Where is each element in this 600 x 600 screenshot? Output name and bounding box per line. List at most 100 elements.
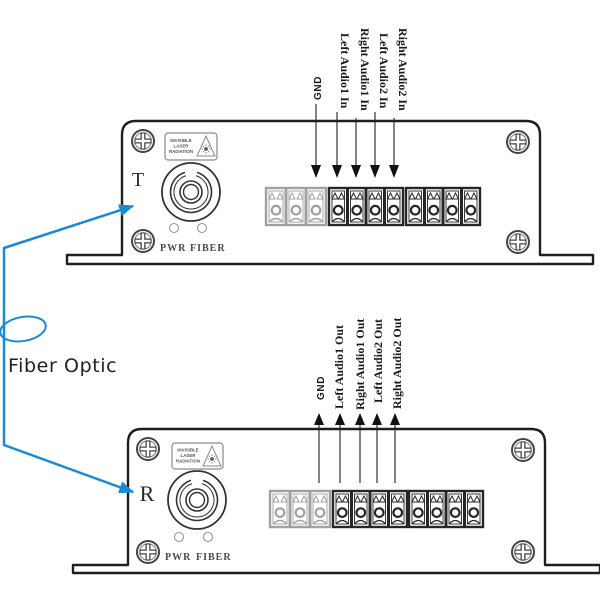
screw-cross-slot [515, 442, 531, 458]
pin-housing [372, 493, 386, 525]
pin-latch-left [429, 494, 438, 503]
arrowhead-icon [335, 413, 345, 425]
pwr-led-icon [168, 222, 180, 234]
screw-cross-slot [510, 234, 526, 250]
terminal-pin [335, 493, 350, 525]
signal-label-left-audio2-in: Left Audio2 In [377, 33, 391, 109]
terminal-pin [284, 188, 304, 225]
port-key-ring-outer [169, 171, 213, 214]
port-key-ring-outer [175, 479, 219, 522]
laser-sun-icon [210, 457, 214, 461]
pin-latch-left [411, 494, 419, 503]
terminal-pin [331, 190, 346, 223]
pin-housing [288, 190, 304, 223]
terminal-block [327, 186, 405, 227]
pin-housing [467, 493, 481, 525]
screw-icon [136, 540, 160, 564]
pin-latch-left [268, 191, 276, 200]
pin-latch-left [463, 191, 472, 200]
pin-housing [350, 190, 364, 223]
port-key-ring-inner [179, 483, 215, 518]
pin-bottom-lip [411, 519, 425, 525]
pin-latch-left [308, 191, 316, 200]
arrowhead-icon [389, 165, 399, 178]
terminal-pin [460, 188, 478, 225]
input-arrow [389, 118, 399, 178]
laser-warning-badge [171, 442, 224, 470]
pin-housing [430, 493, 444, 525]
pin-latch-right [454, 494, 463, 503]
fiber-port-icon [167, 470, 227, 530]
pin-bottom-lip [292, 519, 308, 525]
pin-bottom-lip [354, 519, 368, 525]
pin-latch-left [426, 191, 435, 200]
pin-housing [268, 190, 284, 223]
terminal-pin [304, 188, 324, 225]
pin-bottom-lip [272, 519, 288, 525]
pin-latch-right [417, 494, 426, 503]
signal-label-left-audio2-out: Left Audio2 Out [371, 319, 385, 403]
input-arrow [332, 112, 342, 178]
pin-bottom-lip [312, 519, 328, 525]
screw-cross-slot [140, 544, 156, 560]
pin-housing [448, 493, 462, 525]
pin-housing [368, 190, 382, 223]
pin-screw-hole [449, 507, 461, 518]
pin-screw-hole [351, 204, 363, 216]
pin-bottom-lip [331, 217, 345, 223]
output-arrow [372, 413, 382, 483]
terminal-block [268, 489, 332, 529]
output-arrow [335, 413, 345, 483]
fiber-led-icon [202, 531, 214, 543]
pin-bottom-lip [350, 217, 364, 223]
pin-latch-left [448, 494, 456, 503]
screw-cross-slot [510, 134, 526, 150]
signal-label-gnd: GND [316, 376, 327, 400]
pin-latch-left [372, 494, 380, 503]
screw-cross-slot [515, 544, 531, 560]
fiber-cable-line [2, 204, 135, 494]
pin-latch-right [378, 494, 387, 503]
terminal-pin [411, 493, 426, 525]
pin-latch-right [451, 191, 460, 200]
laser-warning-line: LASER [174, 144, 190, 149]
pin-bottom-lip [288, 217, 304, 223]
pin-latch-right [374, 191, 383, 200]
pin-screw-hole [310, 204, 322, 216]
pin-screw-hole [290, 204, 302, 216]
pin-housing [335, 493, 349, 525]
screw-icon [511, 540, 535, 564]
arrowhead-icon [311, 165, 321, 178]
output-arrow [355, 413, 365, 483]
fiber-led-icon [196, 222, 208, 234]
pin-latch-right [280, 494, 288, 503]
pin-bottom-lip [387, 217, 401, 223]
terminal-pin [423, 188, 441, 225]
input-arrow [370, 112, 380, 178]
pin-latch-left [445, 191, 453, 200]
pin-latch-right [470, 191, 478, 200]
pin-housing [354, 493, 368, 525]
pwr-indicator-label: PWR [165, 552, 191, 563]
terminal-pin [308, 491, 328, 527]
signal-label-right-audio1-out: Right Audio1 Out [353, 319, 367, 410]
port-ferrule-outer [179, 180, 203, 204]
pin-bottom-lip [308, 217, 324, 223]
transmitter-signal-labels: GND Left Audio1 In Right Audio1 In Left … [313, 28, 410, 111]
pin-latch-right [296, 191, 304, 200]
signal-label-right-audio2-in: Right Audio2 In [396, 28, 410, 111]
port-ferrule-inner [188, 491, 206, 509]
pin-screw-hole [369, 204, 381, 216]
screw-icon [506, 230, 530, 254]
laser-sun-rays [207, 454, 217, 464]
pin-screw-hole [270, 204, 282, 216]
fiber-optic-link: Fiber Optic [0, 204, 135, 494]
laser-warning-line: RADIATION [169, 149, 193, 154]
pin-latch-left [312, 494, 320, 503]
pin-screw-hole [468, 507, 480, 518]
terminal-block [404, 186, 482, 227]
receiver-unit: R INVISIBLE LASER RADIATION PWR FIBER GN… [71, 318, 600, 575]
port-ferrule-outer [185, 488, 209, 512]
pin-housing [464, 190, 478, 223]
laser-warning-line: INVISIBLE [177, 448, 199, 453]
